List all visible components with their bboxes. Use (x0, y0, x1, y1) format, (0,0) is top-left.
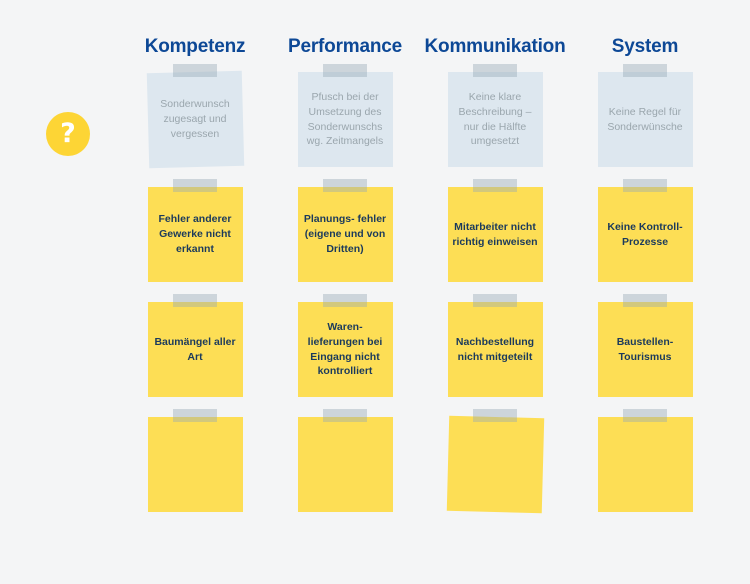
question-mark-icon: ? (60, 117, 76, 149)
sticky-note-sheet (597, 72, 693, 167)
sticky-note[interactable]: Fehler anderer Gewerke nicht erkannt (147, 179, 243, 282)
card-cell: Sonderwunsch zugesagt und vergessen (120, 64, 270, 187)
card-cell: Keine klare Beschreibung – nur die Hälft… (420, 64, 570, 187)
card-row-4 (120, 409, 720, 532)
card-cell (420, 409, 570, 532)
sticky-note-sheet (447, 187, 543, 282)
column-header-1: Kompetenz (144, 36, 246, 57)
sticky-note-sheet (597, 187, 693, 282)
sticky-note-sheet (297, 302, 393, 397)
card-cell: Planungs- fehler (eigene und von Dritten… (270, 179, 420, 302)
sticky-note-empty[interactable] (446, 409, 544, 514)
sticky-note-label: Keine klare Beschreibung – nur die Hälft… (458, 90, 532, 148)
card-cell: Baumängel aller Art (120, 294, 270, 417)
sticky-note-label: Keine Kontroll- Prozesse (607, 220, 683, 248)
sticky-note[interactable]: Pfusch bei der Umsetzung des Sonderwunsc… (297, 64, 393, 167)
tape-strip-icon (323, 64, 367, 77)
card-cell: Keine Kontroll- Prozesse (570, 179, 720, 302)
column-header-row: Kompetenz Performance Kommunikation System (120, 36, 720, 72)
card-row-2: Fehler anderer Gewerke nicht erkannt Plan… (120, 179, 720, 302)
column-header-2: Performance (288, 36, 402, 57)
card-cell: Nachbestellung nicht mitgeteilt (420, 294, 570, 417)
sticky-note-sheet (597, 417, 693, 512)
tape-strip-icon (623, 64, 667, 77)
tape-strip-icon (623, 294, 667, 307)
tape-strip-icon (473, 409, 517, 422)
column-header-3: Kommunikation (424, 36, 566, 57)
sticky-note[interactable]: Keine Kontroll- Prozesse (597, 179, 693, 282)
tape-strip-icon (323, 409, 367, 422)
tape-strip-icon (323, 294, 367, 307)
sticky-note[interactable]: Mitarbeiter nicht richtig einweisen (447, 179, 543, 282)
column-header-4: System (611, 36, 679, 57)
card-cell: Mitarbeiter nicht richtig einweisen (420, 179, 570, 302)
sticky-note-sheet (447, 302, 543, 397)
tape-strip-icon (173, 179, 217, 192)
tape-strip-icon (473, 179, 517, 192)
sticky-note-label: Pfusch bei der Umsetzung des Sonderwunsc… (306, 90, 384, 148)
tape-strip-icon (173, 64, 217, 77)
tape-strip-icon (173, 409, 217, 422)
sticky-note-label: Waren- lieferungen bei Eingang nicht kon… (307, 320, 383, 378)
card-cell (570, 409, 720, 532)
card-cell: Baustellen- Tourismus (570, 294, 720, 417)
sticky-note-sheet (147, 302, 243, 397)
sticky-note[interactable]: Baustellen- Tourismus (597, 294, 693, 397)
card-rows: Sonderwunsch zugesagt und vergessen Pfusc… (120, 64, 720, 532)
sticky-note-label: Fehler anderer Gewerke nicht erkannt (158, 213, 232, 255)
tape-strip-icon (473, 294, 517, 307)
sticky-note-sheet (147, 417, 243, 512)
sticky-note[interactable]: Waren- lieferungen bei Eingang nicht kon… (297, 294, 393, 397)
card-cell (120, 409, 270, 532)
sticky-note[interactable]: Keine klare Beschreibung – nur die Hälft… (447, 64, 543, 167)
sticky-note-label: Planungs- fehler (eigene und von Dritten… (303, 213, 387, 255)
sticky-note-sheet (297, 417, 393, 512)
sticky-note-label: Mitarbeiter nicht richtig einweisen (452, 220, 538, 248)
tape-strip-icon (623, 409, 667, 422)
sticky-note-sheet (147, 187, 243, 282)
sticky-note[interactable]: Sonderwunsch zugesagt und vergessen (146, 64, 244, 169)
sticky-note-empty[interactable] (147, 409, 243, 512)
sticky-note-label: Keine Regel für Sonderwünsche (607, 105, 683, 133)
sticky-note[interactable]: Keine Regel für Sonderwünsche (597, 64, 693, 167)
card-cell: Keine Regel für Sonderwünsche (570, 64, 720, 187)
sticky-note[interactable]: Nachbestellung nicht mitgeteilt (447, 294, 543, 397)
tape-strip-icon (323, 179, 367, 192)
card-cell: Waren- lieferungen bei Eingang nicht kon… (270, 294, 420, 417)
card-cell: Pfusch bei der Umsetzung des Sonderwunsc… (270, 64, 420, 187)
card-cell (270, 409, 420, 532)
sticky-note-sheet (297, 187, 393, 282)
question-mark-badge: ? (46, 112, 90, 156)
card-cell: Fehler anderer Gewerke nicht erkannt (120, 179, 270, 302)
sticky-note-sheet (447, 72, 543, 167)
sticky-note[interactable]: Baumängel aller Art (147, 294, 243, 397)
card-row-1: Sonderwunsch zugesagt und vergessen Pfusc… (120, 64, 720, 187)
sticky-note[interactable]: Planungs- fehler (eigene und von Dritten… (297, 179, 393, 282)
tape-strip-icon (473, 64, 517, 77)
sticky-note-label: Baustellen- Tourismus (616, 335, 674, 363)
card-row-3: Baumängel aller Art Waren- lieferungen be… (120, 294, 720, 417)
tape-strip-icon (623, 179, 667, 192)
tape-strip-icon (173, 294, 217, 307)
sticky-note-label: Sonderwunsch zugesagt und vergessen (160, 98, 230, 140)
sticky-note-label: Baumängel aller Art (154, 335, 236, 363)
sticky-note-empty[interactable] (297, 409, 393, 512)
sticky-note-sheet (297, 72, 393, 167)
sticky-note-label: Nachbestellung nicht mitgeteilt (455, 335, 535, 363)
sticky-note-sheet (446, 415, 544, 514)
sticky-note-sheet (597, 302, 693, 397)
sticky-note-empty[interactable] (597, 409, 693, 512)
